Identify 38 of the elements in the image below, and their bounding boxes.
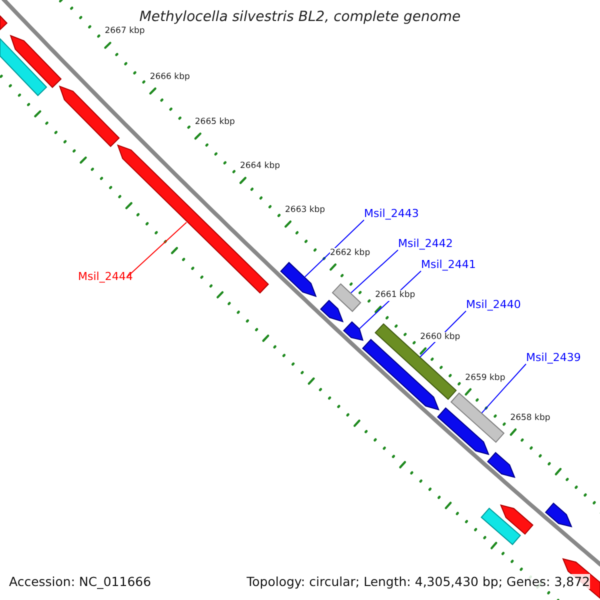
scale-label: 2660 kbp: [420, 332, 460, 342]
gene-feature: [450, 392, 505, 443]
scale-label: 2667 kbp: [104, 26, 145, 36]
gene-label: Msil_2442: [398, 237, 453, 250]
gene-label: Msil_2440: [466, 298, 521, 312]
title: Methylocella silvestris BL2, complete genome: [139, 9, 461, 26]
scale-label: 2661 kbp: [375, 290, 416, 301]
gene-feature: [0, 37, 48, 96]
gene-feature: [10, 34, 62, 88]
gene-feature: [437, 407, 490, 456]
gene-feature: [0, 14, 8, 31]
gene-label: Msil_2443: [364, 207, 419, 220]
scale-label: 2662 kbp: [330, 248, 370, 258]
gene-feature: [320, 300, 344, 322]
scale-label: 2659 kbp: [465, 372, 506, 384]
gene-label: Msil_2444: [78, 270, 133, 284]
gene-feature: [362, 338, 440, 410]
accession-text: Accession: NC_011666: [9, 574, 152, 589]
gene-feature: [58, 85, 120, 148]
scale-label: 2663 kbp: [285, 205, 326, 216]
scale-label: 2664 kbp: [240, 161, 280, 172]
gene-feature: [343, 321, 364, 341]
leader-line: [126, 222, 187, 278]
leader-line: [304, 220, 364, 278]
scale-label: 2665 kbp: [194, 117, 235, 128]
gene-label: Msil_2441: [421, 258, 476, 272]
gene-feature: [332, 283, 362, 312]
leader-line: [481, 364, 526, 414]
scale-label: 2658 kbp: [510, 413, 550, 424]
gene-feature: [280, 262, 317, 298]
gene-label: Msil_2439: [526, 351, 581, 364]
gene-feature: [500, 504, 534, 535]
leader-line: [350, 250, 398, 294]
scale-label: 2666 kbp: [150, 72, 190, 82]
gene-feature: [487, 452, 516, 478]
gene-feature: [480, 508, 521, 546]
gene-feature: [544, 502, 572, 528]
genome-info-text: Topology: circular; Length: 4,305,430 bp; Genes: 3,872: [246, 574, 590, 589]
